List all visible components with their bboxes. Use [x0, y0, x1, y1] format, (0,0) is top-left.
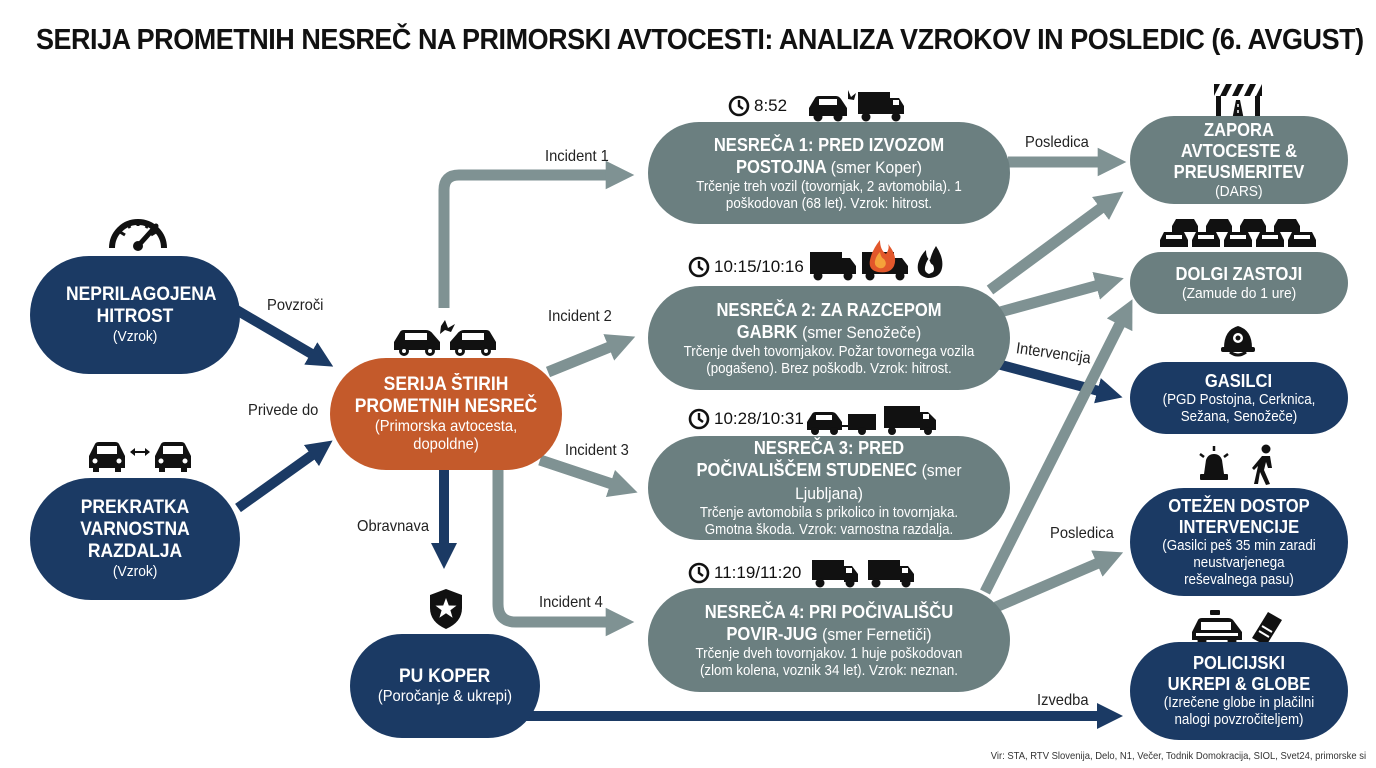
arrow-n2-closure	[986, 191, 1124, 295]
car-crash-icon	[392, 318, 498, 361]
outcome-access-node: OTEŽEN DOSTOP INTERVENCIJE (Gasilci peš …	[1130, 488, 1348, 596]
outcome-firefighters-node: GASILCI (PGD Postojna, Cerknica, Sežana,…	[1130, 362, 1348, 434]
incident-4-node: NESREČA 4: PRI POČIVALIŠČU POVIR-JUG (sm…	[648, 588, 1010, 692]
outcome-jams-title: DOLGI ZASTOJI	[1175, 264, 1303, 284]
center-sub: (Primorska avtocesta, dopoldne)	[374, 418, 518, 453]
incident-1-title: NESREČA 1: PRED IZVOZOM POSTOJNA	[713, 134, 945, 177]
label-posledica-1: Posledica	[1025, 134, 1089, 151]
police-station-sub: (Poročanje & ukrepi)	[377, 688, 513, 705]
cause-distance-sub: (Vzrok)	[112, 563, 158, 580]
incident-4-dir: (smer Fernetiči)	[822, 624, 932, 644]
clock-icon	[728, 95, 750, 117]
cause-distance-node: PREKRATKA VARNOSTNA RAZDALJA (Vzrok)	[30, 478, 240, 600]
clock-icon	[688, 562, 710, 584]
incident-2-desc: Trčenje dveh tovornjakov. Požar tovorneg…	[683, 343, 975, 377]
incident-2-time-text: 10:15/10:16	[714, 257, 804, 276]
arrow-n2-jams	[998, 271, 1124, 318]
source-footer: Vir: STA, RTV Slovenija, Delo, N1, Večer…	[990, 750, 1366, 762]
label-izvedba: Izvedba	[1037, 692, 1089, 709]
outcome-access-title: OTEŽEN DOSTOP INTERVENCIJE	[1168, 495, 1310, 537]
incident-3-time-text: 10:28/10:31	[714, 409, 804, 428]
arrow-incident-3	[538, 454, 638, 498]
incident-2-title: NESREČA 2: ZA RAZCEPOM GABRK	[716, 299, 942, 342]
label-incident-1: Incident 1	[545, 148, 609, 165]
incident-3-node: NESREČA 3: PRED POČIVALIŠČEM STUDENEC (s…	[648, 436, 1010, 540]
incident-3-heading: NESREČA 3: PRED POČIVALIŠČEM STUDENEC (s…	[691, 437, 967, 505]
arrow-speed-to-center	[225, 300, 334, 367]
clock-icon	[688, 408, 710, 430]
incident-4-desc: Trčenje dveh tovornjakov. 1 huje poškodo…	[695, 645, 963, 679]
incident-1-desc: Trčenje treh vozil (tovornjak, 2 avtomob…	[696, 178, 962, 212]
outcome-jams-sub: (Zamude do 1 ure)	[1181, 285, 1297, 302]
center-node: SERIJA ŠTIRIH PROMETNIH NESREČ (Primorsk…	[330, 358, 562, 470]
incident-2-time: 10:15/10:16	[688, 256, 804, 278]
outcome-police-node: POLICIJSKI UKREPI & GLOBE (Izrečene glob…	[1130, 642, 1348, 740]
label-posledica-2: Posledica	[1050, 525, 1114, 542]
arrow-n4-access	[993, 550, 1124, 613]
incident-3-desc: Trčenje avtomobila s prikolico in tovorn…	[699, 505, 959, 538]
car-trailer-truck-icon	[806, 404, 938, 441]
arrow-incident-4	[492, 470, 635, 637]
cause-speed-node: NEPRILAGOJENA HITROST (Vzrok)	[30, 256, 240, 374]
police-badge-icon	[427, 588, 465, 635]
incident-4-title: NESREČA 4: PRI POČIVALIŠČU POVIR-JUG	[704, 601, 954, 644]
incident-2-node: NESREČA 2: ZA RAZCEPOM GABRK (smer Senož…	[648, 286, 1010, 390]
incident-3-dir: (smer Ljubljana)	[795, 461, 962, 503]
two-trucks-icon	[810, 558, 920, 593]
siren-walking-icon	[1196, 444, 1284, 491]
traffic-jam-icon	[1158, 214, 1320, 255]
incident-4-heading: NESREČA 4: PRI POČIVALIŠČU POVIR-JUG (sm…	[682, 601, 976, 646]
label-incident-2: Incident 2	[548, 308, 612, 325]
label-povzroci: Povzroči	[267, 297, 324, 314]
incident-1-heading: NESREČA 1: PRED IZVOZOM POSTOJNA (smer K…	[696, 134, 963, 179]
arrow-distance-to-center	[235, 440, 333, 513]
outcome-closure-node: ZAPORA AVTOCESTE & PREUSMERITEV (DARS)	[1130, 116, 1348, 204]
outcome-police-title: POLICIJSKI UKREPI & GLOBE	[1167, 653, 1311, 694]
cause-speed-sub: (Vzrok)	[112, 328, 158, 345]
incident-1-node: NESREČA 1: PRED IZVOZOM POSTOJNA (smer K…	[648, 122, 1010, 224]
outcome-closure-sub: (DARS)	[1215, 182, 1263, 200]
outcome-firefighters-title: GASILCI	[1205, 371, 1273, 391]
outcome-jams-node: DOLGI ZASTOJI (Zamude do 1 ure)	[1130, 252, 1348, 314]
clock-icon	[688, 256, 710, 278]
speedometer-icon	[106, 208, 170, 257]
two-cars-distance-icon	[86, 438, 194, 479]
arrow-n4-jams	[980, 299, 1133, 595]
page-title: SERIJA PROMETNIH NESREČ NA PRIMORSKI AVT…	[36, 24, 1364, 56]
incident-2-dir: (smer Senožeče)	[802, 322, 922, 342]
cause-distance-title: PREKRATKA VARNOSTNA RAZDALJA	[80, 497, 190, 562]
outcome-firefighters-sub: (PGD Postojna, Cerknica, Sežana, Senožeč…	[1162, 392, 1316, 425]
police-station-node: PU KOPER (Poročanje & ukrepi)	[350, 634, 540, 738]
label-privede-do: Privede do	[248, 402, 319, 419]
incident-1-dir: (smer Koper)	[830, 157, 923, 177]
incident-3-time: 10:28/10:31	[688, 408, 804, 430]
label-incident-4: Incident 4	[539, 594, 603, 611]
center-title: SERIJA ŠTIRIH PROMETNIH NESREČ	[354, 374, 538, 417]
road-closure-icon	[1212, 82, 1264, 127]
arrow-incident-2	[545, 334, 636, 378]
arrow-incident-1	[438, 160, 635, 308]
incident-4-time: 11:19/11:20	[688, 562, 801, 584]
label-incident-3: Incident 3	[565, 442, 629, 459]
incident-1-time-text: 8:52	[754, 96, 788, 115]
police-station-title: PU KOPER	[399, 666, 491, 687]
cause-speed-title: NEPRILAGOJENA HITROST	[66, 284, 217, 327]
label-obravnava: Obravnava	[357, 518, 430, 535]
incident-4-time-text: 11:19/11:20	[714, 563, 802, 582]
firefighter-helmet-icon	[1220, 322, 1256, 363]
outcome-closure-title: ZAPORA AVTOCESTE & PREUSMERITEV	[1173, 119, 1305, 182]
incident-1-time: 8:52	[728, 95, 787, 117]
outcome-police-sub: (Izrečene globe in plačilni nalogi povzr…	[1163, 695, 1315, 728]
incident-2-heading: NESREČA 2: ZA RAZCEPOM GABRK (smer Senož…	[696, 299, 963, 344]
car-truck-collision-icon	[808, 88, 906, 127]
trucks-fire-icon	[808, 236, 946, 287]
outcome-access-sub: (Gasilci peš 35 min zaradi neustvarjeneg…	[1162, 537, 1316, 588]
police-car-ticket-icon	[1190, 608, 1286, 651]
incident-3-title: NESREČA 3: PRED POČIVALIŠČEM STUDENEC	[696, 438, 917, 480]
